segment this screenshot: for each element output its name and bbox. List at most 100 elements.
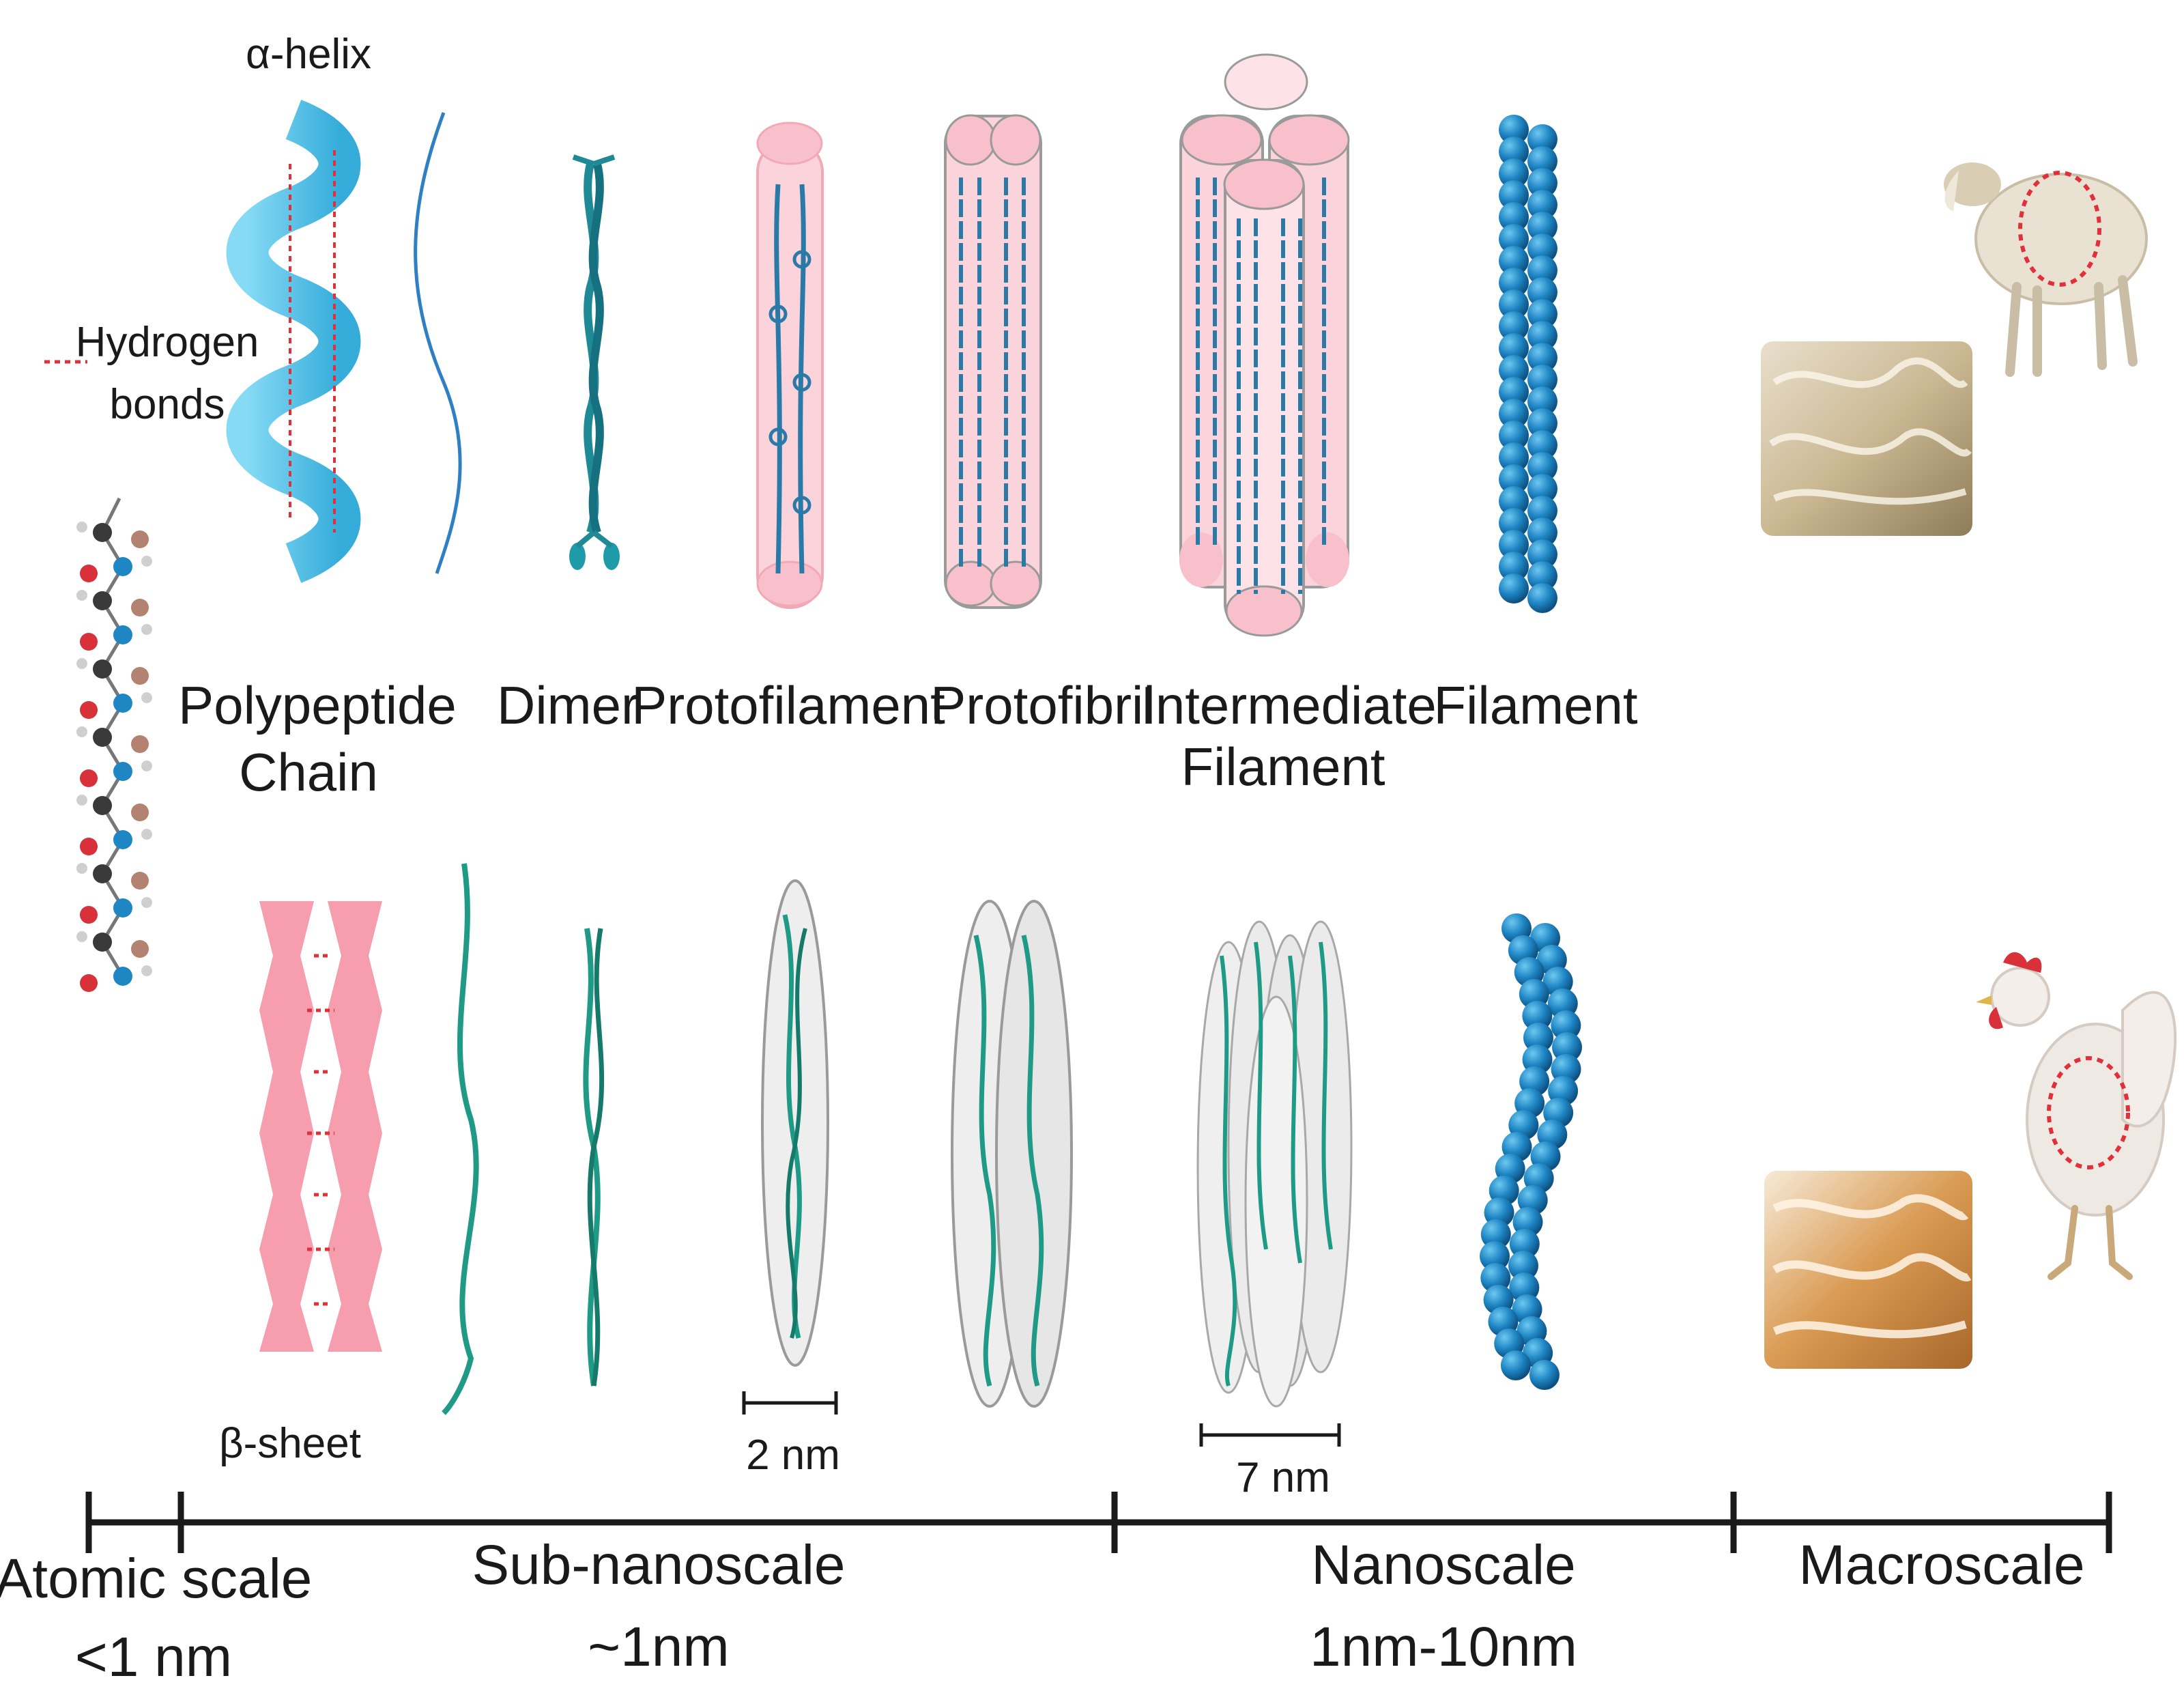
filament-bead <box>1508 1251 1539 1281</box>
filament-bead <box>1480 1241 1510 1271</box>
atom <box>131 599 149 616</box>
atom <box>93 864 112 883</box>
filament-bead <box>1527 452 1557 482</box>
chicken-illustration <box>1976 952 2177 1280</box>
filament-bead <box>1499 224 1529 254</box>
atom <box>131 667 149 685</box>
filament-bead <box>1480 1263 1511 1293</box>
polypeptide-chain-label-line1: Polypeptide <box>178 675 457 735</box>
hydrogen-bonds-label-line1: Hydrogen <box>76 319 259 366</box>
filament-bead <box>1527 124 1557 154</box>
atom <box>141 556 152 567</box>
atomic-scale-label: Atomic scale <box>0 1548 312 1610</box>
beta-protofilament-graphic <box>761 879 829 1367</box>
atom <box>80 701 98 719</box>
filament-bead <box>1480 1219 1511 1249</box>
feather-sample-photo <box>1764 1171 1972 1369</box>
filament-bead <box>1551 1010 1581 1040</box>
atom <box>76 522 87 532</box>
hydrogen-bonds-label-line2: bonds <box>110 381 225 428</box>
beta-dimer-graphic <box>583 928 605 1387</box>
atom <box>113 625 132 644</box>
scale-axis <box>85 1492 2112 1553</box>
filament-bead <box>1499 137 1529 167</box>
intermediate-filament-label-line2: Filament <box>1181 737 1385 797</box>
filament-bead <box>1499 202 1529 232</box>
atom <box>131 530 149 548</box>
filament-bead <box>1500 1350 1531 1380</box>
atomic-scale-range: <1 nm <box>75 1626 232 1688</box>
filament-bead <box>1527 561 1557 591</box>
atom <box>76 726 87 737</box>
filament-bead <box>1527 583 1557 613</box>
dimer-label: Dimer <box>497 675 639 735</box>
atom <box>113 830 132 849</box>
atom <box>141 897 152 908</box>
filament-bead <box>1499 180 1529 210</box>
beta-intermediate-filament-graphic <box>1196 920 1353 1408</box>
polypeptide-chain-label-line2: Chain <box>239 742 378 802</box>
filament-bead <box>1527 255 1557 285</box>
atom <box>93 523 112 542</box>
filament-bead <box>1499 421 1529 451</box>
protofibril-label: Protofibril <box>930 675 1155 735</box>
sheep-illustration <box>1944 162 2148 377</box>
filament-bead <box>1527 190 1557 220</box>
atom <box>76 863 87 874</box>
filament-bead <box>1527 321 1557 351</box>
alpha-polypeptide-strand <box>414 112 462 574</box>
filament-bead <box>1499 464 1529 494</box>
atom <box>93 933 112 952</box>
atom <box>76 795 87 806</box>
beta-sheet-graphic <box>259 901 382 1352</box>
filament-bead <box>1499 508 1529 538</box>
atom <box>141 761 152 771</box>
atom <box>80 974 98 992</box>
filament-bead <box>1527 539 1557 569</box>
atom <box>131 872 149 890</box>
filament-bead <box>1499 246 1529 276</box>
macroscale-label: Macroscale <box>1798 1534 2084 1596</box>
atom <box>131 804 149 821</box>
filament-bead <box>1499 355 1529 385</box>
beta-filament-graphic <box>1480 913 1582 1390</box>
alpha-intermediate-filament-graphic <box>1179 53 1350 637</box>
filament-bead <box>1499 530 1529 560</box>
atom <box>141 965 152 976</box>
atom <box>113 967 132 986</box>
atom <box>131 735 149 753</box>
filament-bead <box>1499 268 1529 298</box>
filament-bead <box>1527 212 1557 242</box>
subnanoscale-range: ~1nm <box>588 1616 729 1678</box>
filament-bead <box>1499 399 1529 429</box>
wool-sample-photo <box>1761 341 1972 536</box>
filament-bead <box>1499 573 1529 603</box>
filament-bead <box>1551 1054 1581 1084</box>
filament-bead <box>1499 442 1529 472</box>
filament-bead <box>1522 1045 1553 1075</box>
atom <box>80 906 98 924</box>
subnanoscale-label: Sub-nanoscale <box>472 1534 845 1596</box>
atom <box>80 633 98 651</box>
filament-bead <box>1509 1229 1540 1259</box>
intermediate-filament-scale-label: 7 nm <box>1236 1454 1330 1501</box>
atom <box>93 728 112 747</box>
atom <box>80 565 98 582</box>
filament-bead <box>1527 517 1557 548</box>
nanoscale-range: 1nm-10nm <box>1310 1616 1577 1678</box>
atom <box>93 591 112 610</box>
filament-bead <box>1527 299 1557 329</box>
atom <box>141 624 152 635</box>
filament-bead <box>1527 343 1557 373</box>
filament-bead <box>1527 168 1557 198</box>
protofilament-label: Protofilament <box>631 675 945 735</box>
atom <box>141 692 152 703</box>
filament-bead <box>1499 377 1529 407</box>
filament-bead <box>1527 146 1557 176</box>
filament-bead <box>1551 1032 1582 1062</box>
filament-bead <box>1522 1001 1553 1031</box>
filament-bead <box>1499 158 1529 188</box>
filament-bead <box>1499 333 1529 363</box>
filament-bead <box>1527 365 1557 395</box>
